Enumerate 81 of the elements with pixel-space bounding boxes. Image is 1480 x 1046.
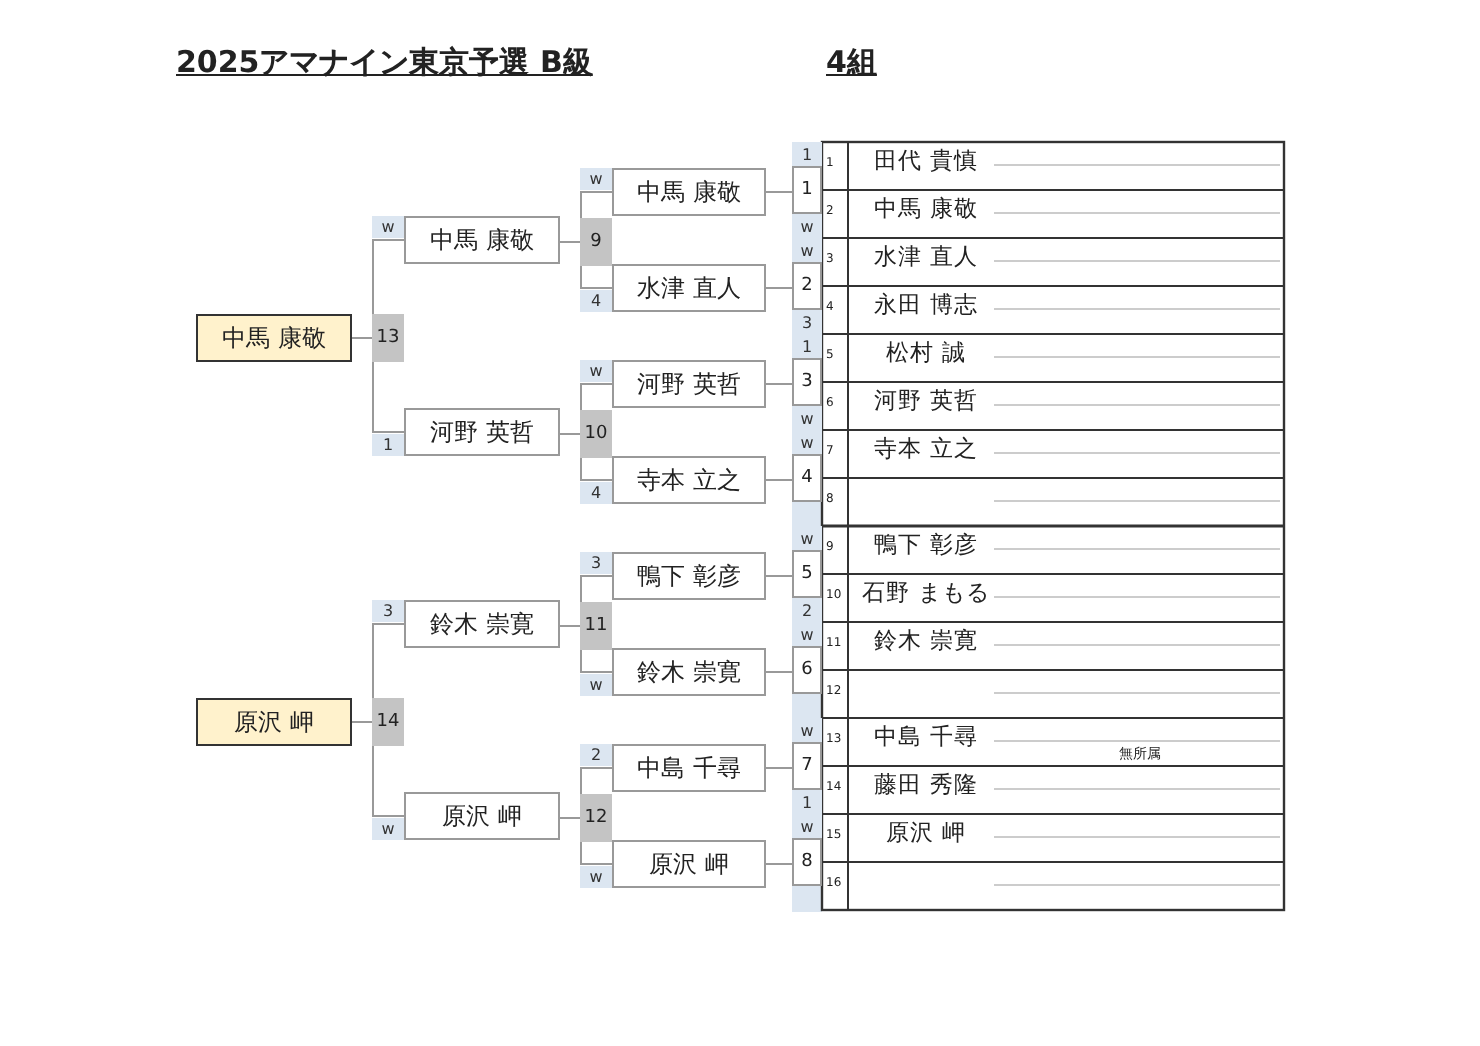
score-label: 4	[580, 290, 612, 312]
score-label: 3	[372, 600, 404, 622]
bracket-line	[559, 433, 581, 435]
winner-box: 中馬 康敬	[196, 314, 352, 362]
match-number: 4	[792, 454, 822, 502]
score-label: w	[580, 360, 612, 382]
score-label: 4	[580, 482, 612, 504]
group-label: 4組	[826, 44, 877, 82]
bracket-line	[351, 337, 373, 339]
bracket-line	[580, 649, 613, 673]
player-name: 河野 英哲	[872, 386, 980, 416]
player-box: 水津 直人	[612, 264, 766, 312]
match-number: 2	[792, 262, 822, 310]
match-number: 5	[792, 550, 822, 598]
bracket-line	[351, 721, 373, 723]
player-box: 鈴木 崇寛	[612, 648, 766, 696]
player-name: 水津 直人	[872, 242, 980, 272]
bracket-line	[580, 841, 613, 865]
score-label: 3	[580, 552, 612, 574]
bracket-line	[765, 671, 793, 673]
bracket-line	[580, 191, 613, 219]
player-name: 松村 誠	[884, 338, 968, 368]
player-box: 中馬 康敬	[404, 216, 560, 264]
match-number: 10	[580, 410, 612, 458]
bracket-line	[372, 239, 405, 315]
score-label: 2	[580, 744, 612, 766]
bracket-line	[372, 361, 405, 433]
bracket-line	[765, 383, 793, 385]
player-name: 中島 千尋	[872, 722, 980, 752]
player-name: 中馬 康敬	[872, 194, 980, 224]
bracket-line	[765, 479, 793, 481]
score-label: w	[372, 216, 404, 238]
match-number: 12	[580, 794, 612, 842]
player-box: 中島 千尋	[612, 744, 766, 792]
match-number: 3	[792, 358, 822, 406]
bracket-line	[559, 817, 581, 819]
bracket-line	[372, 623, 405, 699]
bracket-line	[580, 575, 613, 603]
match-number: 6	[792, 646, 822, 694]
player-name: 石野 まもる	[860, 578, 992, 608]
bracket-line	[765, 287, 793, 289]
match-number: 13	[372, 314, 404, 362]
bracket-line	[580, 265, 613, 289]
score-label: w	[580, 168, 612, 190]
bracket-line	[580, 767, 613, 795]
match-number: 7	[792, 742, 822, 790]
player-name: 鴨下 彰彦	[872, 530, 980, 560]
bracket-line	[580, 457, 613, 481]
bracket-line	[765, 191, 793, 193]
player-box: 中馬 康敬	[612, 168, 766, 216]
bracket-line	[559, 625, 581, 627]
player-name: 鈴木 崇寛	[872, 626, 980, 656]
player-box: 河野 英哲	[404, 408, 560, 456]
bracket-line	[372, 745, 405, 817]
score-label: 1	[372, 434, 404, 456]
bracket-line	[580, 383, 613, 411]
player-name: 田代 貴慎	[872, 146, 980, 176]
player-box: 寺本 立之	[612, 456, 766, 504]
player-box: 原沢 岬	[612, 840, 766, 888]
player-box: 河野 英哲	[612, 360, 766, 408]
player-box: 鈴木 崇寛	[404, 600, 560, 648]
match-number: 11	[580, 602, 612, 650]
bracket-line	[765, 863, 793, 865]
winner-box: 原沢 岬	[196, 698, 352, 746]
score-label: w	[580, 674, 612, 696]
player-name: 原沢 岬	[884, 818, 968, 848]
match-number: 1	[792, 166, 822, 214]
score-label: w	[580, 866, 612, 888]
player-box: 原沢 岬	[404, 792, 560, 840]
match-number: 8	[792, 838, 822, 886]
score-label: w	[372, 818, 404, 840]
player-name: 藤田 秀隆	[872, 770, 980, 800]
bracket-line	[765, 575, 793, 577]
match-number: 9	[580, 218, 612, 266]
player-box: 鴨下 彰彦	[612, 552, 766, 600]
player-name: 永田 博志	[872, 290, 980, 320]
bracket-line	[559, 241, 581, 243]
title: 2025アマナイン東京予選 B級	[176, 44, 593, 82]
player-name: 寺本 立之	[872, 434, 980, 464]
bracket-line	[765, 767, 793, 769]
match-number: 14	[372, 698, 404, 746]
